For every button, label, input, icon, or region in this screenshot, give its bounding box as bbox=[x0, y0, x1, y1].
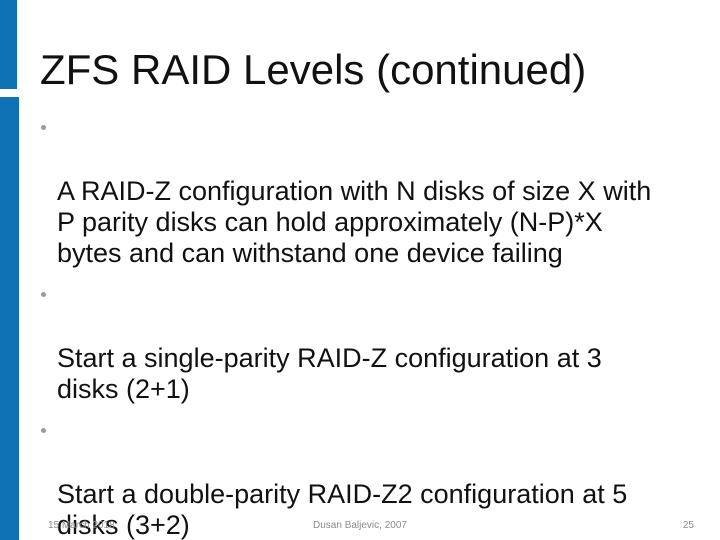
bullet-text: Start a double-parity RAID-Z2 configurat… bbox=[57, 479, 628, 540]
bullet-item: Start a single-parity RAID-Z configurati… bbox=[40, 281, 685, 405]
bullet-list: A RAID-Z configuration with N disks of s… bbox=[40, 114, 685, 540]
bullet-item: A RAID-Z configuration with N disks of s… bbox=[40, 114, 685, 269]
bullet-dot-icon bbox=[41, 125, 46, 130]
left-accent-bar-top bbox=[0, 0, 17, 89]
bullet-dot-icon bbox=[41, 428, 46, 433]
footer-author: Dusan Baljevic, 2007 bbox=[313, 520, 407, 531]
bullet-item: Start a double-parity RAID-Z2 configurat… bbox=[40, 417, 685, 540]
slide-title: ZFS RAID Levels (continued) bbox=[40, 46, 587, 93]
left-accent-bar-bottom bbox=[0, 97, 19, 540]
bullet-text: Start a single-parity RAID-Z configurati… bbox=[57, 343, 602, 404]
bullet-dot-icon bbox=[41, 292, 46, 297]
bullet-text: A RAID-Z configuration with N disks of s… bbox=[57, 176, 652, 268]
footer-page-number: 25 bbox=[682, 520, 694, 531]
footer-date: 15 March 2018 bbox=[48, 520, 115, 531]
